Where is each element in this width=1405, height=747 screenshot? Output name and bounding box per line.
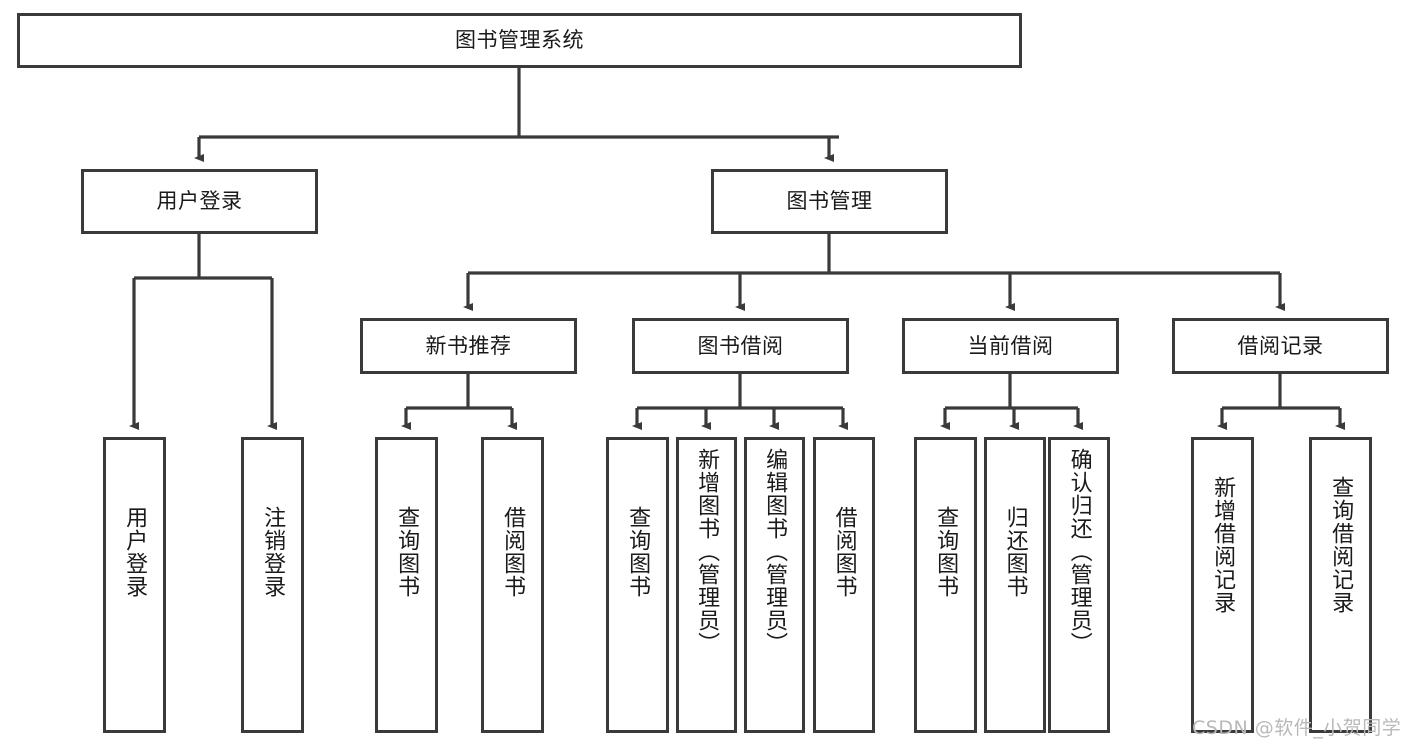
leaf-user-login[interactable]: 用户登录 <box>103 437 166 733</box>
leaf-add-book-admin[interactable]: 新增图书（管理员） <box>676 437 737 733</box>
node-label: 查询图书 <box>625 506 651 598</box>
node-root-system[interactable]: 图书管理系统 <box>17 13 1022 68</box>
node-label: 新书推荐 <box>425 333 512 358</box>
node-label: 当前借阅 <box>967 333 1054 358</box>
node-label: 借阅图书 <box>500 506 526 598</box>
leaf-borrow-book-recommend[interactable]: 借阅图书 <box>481 437 544 733</box>
node-label: 确认归还（管理员） <box>1066 448 1092 655</box>
node-label: 图书管理 <box>786 189 873 214</box>
leaf-query-book-recommend[interactable]: 查询图书 <box>375 437 438 733</box>
node-label: 用户登录 <box>122 506 148 598</box>
node-label: 新增图书（管理员） <box>694 448 720 655</box>
node-label: 图书管理系统 <box>455 28 584 53</box>
leaf-borrow-book[interactable]: 借阅图书 <box>813 437 875 733</box>
node-label: 注销登录 <box>260 506 286 598</box>
node-book-borrow[interactable]: 图书借阅 <box>632 318 849 374</box>
node-label: 图书借阅 <box>697 333 784 358</box>
node-borrow-record[interactable]: 借阅记录 <box>1172 318 1389 374</box>
node-current-borrow[interactable]: 当前借阅 <box>902 318 1119 374</box>
node-label: 用户登录 <box>156 189 243 214</box>
node-label: 查询图书 <box>933 506 959 598</box>
leaf-query-book-current[interactable]: 查询图书 <box>914 437 977 733</box>
leaf-query-book-borrow[interactable]: 查询图书 <box>606 437 669 733</box>
node-label: 借阅图书 <box>831 506 857 598</box>
node-book-management[interactable]: 图书管理 <box>711 169 948 234</box>
leaf-edit-book-admin[interactable]: 编辑图书（管理员） <box>744 437 805 733</box>
node-label: 借阅记录 <box>1237 333 1324 358</box>
node-label: 查询图书 <box>394 506 420 598</box>
leaf-confirm-return-admin[interactable]: 确认归还（管理员） <box>1048 437 1110 733</box>
node-user-login[interactable]: 用户登录 <box>81 169 318 234</box>
node-label: 编辑图书（管理员） <box>762 448 788 655</box>
watermark-credit: CSDN @软件_小贺同学 <box>1192 717 1402 739</box>
node-label: 新增借阅记录 <box>1210 476 1236 614</box>
leaf-query-borrow-record[interactable]: 查询借阅记录 <box>1309 437 1372 733</box>
leaf-add-borrow-record[interactable]: 新增借阅记录 <box>1191 437 1254 733</box>
leaf-return-book[interactable]: 归还图书 <box>984 437 1046 733</box>
node-label: 查询借阅记录 <box>1328 476 1354 614</box>
node-label: 归还图书 <box>1002 506 1028 598</box>
leaf-logout[interactable]: 注销登录 <box>241 437 304 733</box>
node-new-book-recommend[interactable]: 新书推荐 <box>360 318 577 374</box>
